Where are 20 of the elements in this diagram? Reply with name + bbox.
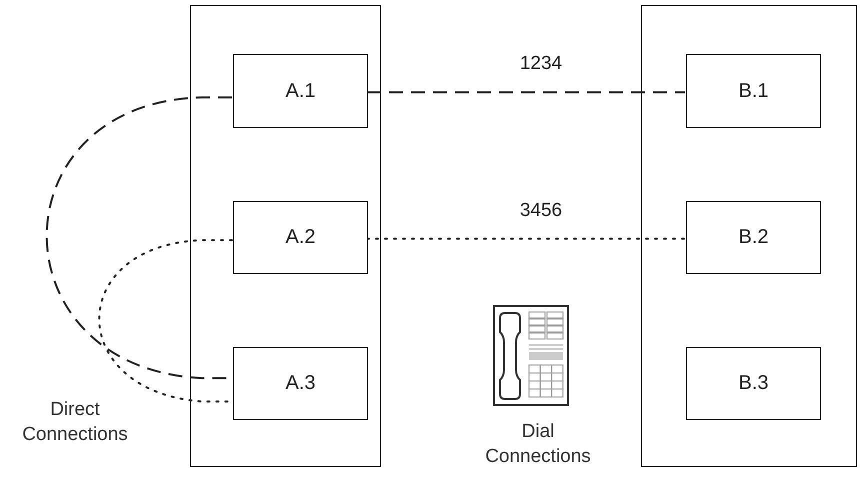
connection-line [367,91,685,94]
group-panel [641,5,857,467]
group-panel [190,5,381,467]
caption-text: Dial Connections [484,420,592,469]
process-box [686,201,821,274]
node-label: A.2 [285,226,316,249]
process-box [233,201,368,274]
process-box [233,347,368,420]
node-label: A.3 [285,372,316,395]
connection-line [98,239,233,402]
node-label: A.1 [285,80,316,102]
node-label: B.2 [738,226,769,249]
process-box [233,54,368,128]
node-label: B.3 [738,372,769,395]
process-box [686,347,821,420]
connection-line [366,238,686,240]
caption-text: Direct Connections [21,398,129,447]
node-label: B.1 [738,80,769,102]
process-box [686,54,821,128]
connection-line [46,96,232,380]
